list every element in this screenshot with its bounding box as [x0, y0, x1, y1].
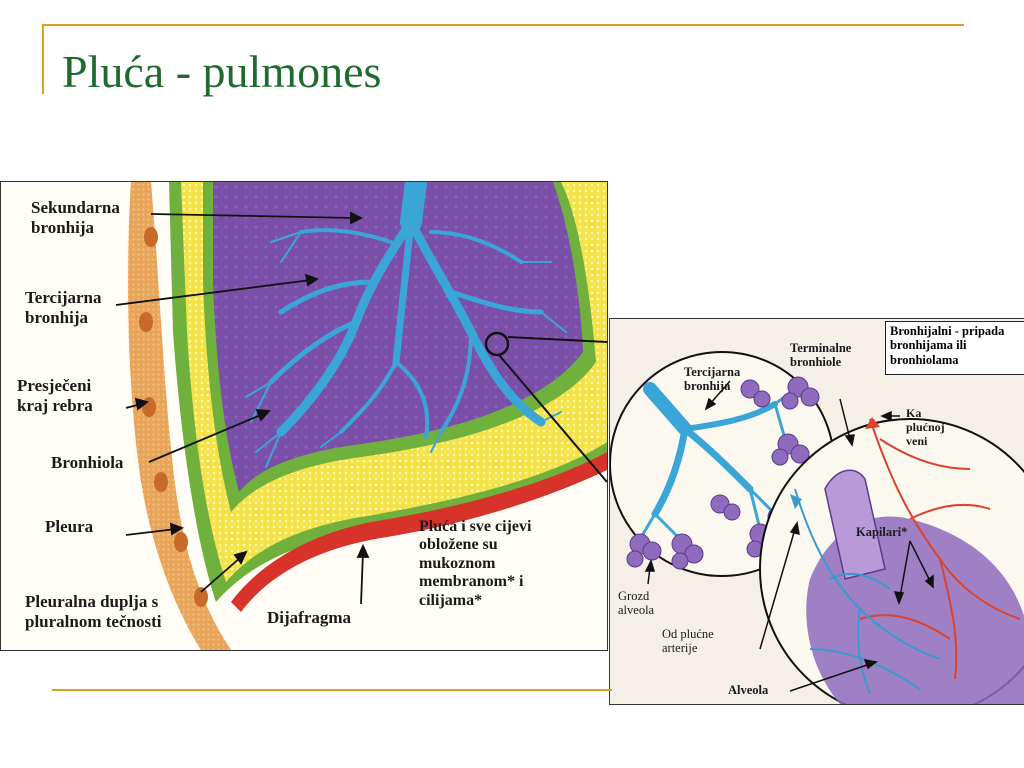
lung-section-diagram: Sekundarna bronhija Tercijarna bronhija … — [0, 181, 608, 651]
bronchial-tree — [245, 182, 567, 468]
alveoli-illustration — [610, 351, 1024, 704]
bottom-rule — [52, 689, 612, 691]
right-label-arrows — [644, 380, 934, 692]
artery-arrow — [790, 494, 802, 509]
top-rule — [42, 24, 964, 26]
label-pleural-cavity: Pleuralna duplja s pluralnom tečnosti — [25, 592, 162, 631]
rib-end — [194, 587, 208, 607]
rib-end — [139, 312, 153, 332]
label-bronchiole: Bronhiola — [51, 453, 124, 472]
note-mucous-membrane: Pluća i sve cijevi obložene su mukoznom … — [419, 518, 532, 609]
slide-title: Pluća - pulmones — [62, 46, 382, 97]
zoom-circle — [484, 331, 510, 357]
rib-end — [154, 472, 168, 492]
terminal-bronchiole-tube — [824, 469, 886, 580]
label-pleura: Pleura — [45, 517, 94, 536]
chest-wall — [128, 182, 231, 650]
label-tertiary-bronchus-detail: Tercijarna bronhija — [684, 365, 741, 394]
label-capillaries: Kapilari* — [856, 525, 908, 539]
label-from-pulmonary-artery: Od plućne arterije — [662, 627, 714, 656]
label-terminal-bronchioles: Terminalne bronhiole — [790, 341, 852, 370]
label-arrows — [115, 211, 370, 605]
alveoli-detail-diagram: Bronhijalni - pripada bronhijama ili bro… — [609, 318, 1024, 705]
legend-bronchial: Bronhijalni - pripada bronhijama ili bro… — [885, 321, 1024, 375]
zoom-line — [498, 354, 607, 483]
diaphragm — [231, 452, 607, 612]
label-to-pulmonary-vein: Ka plućnoj veni — [906, 406, 945, 448]
rib-end — [174, 532, 188, 552]
left-rule — [42, 24, 44, 94]
label-cut-rib-end: Presječeni kraj rebra — [17, 376, 93, 415]
bronchiole-branches — [638, 382, 797, 541]
label-diaphragm: Dijafragma — [267, 608, 352, 627]
label-secondary-bronchus: Sekundarna bronhija — [31, 198, 120, 237]
label-alveoli-cluster: Grozd alveola — [618, 589, 655, 618]
rib-end — [144, 227, 158, 247]
label-tertiary-bronchus: Tercijarna bronhija — [25, 288, 102, 327]
venous-capillaries — [859, 418, 1021, 680]
rib-end — [142, 397, 156, 417]
vein-arrow — [865, 417, 880, 429]
lung-section-illustration — [115, 182, 607, 650]
zoom-line — [507, 336, 607, 343]
label-alveolus: Alveola — [728, 683, 769, 697]
